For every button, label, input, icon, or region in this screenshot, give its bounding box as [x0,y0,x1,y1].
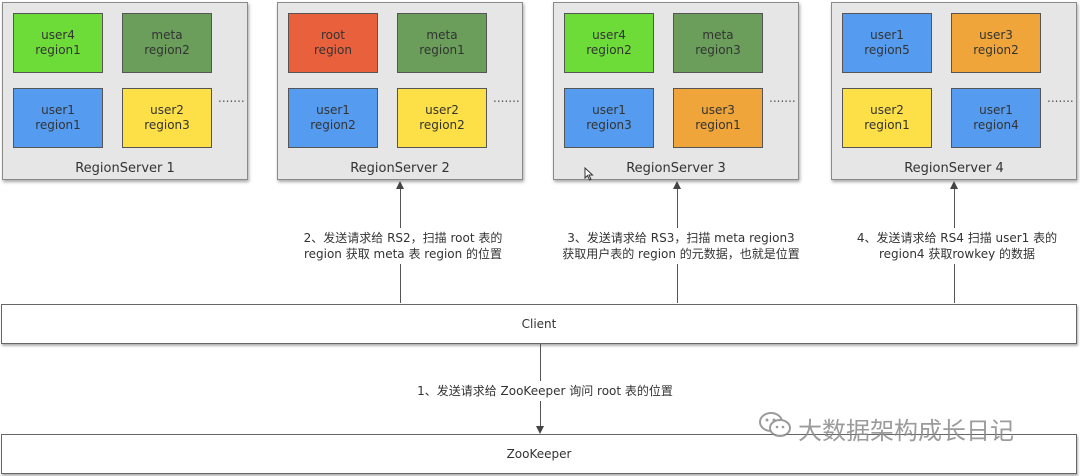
region-cell: meta region1 [397,13,487,73]
region-cell: user2 region2 [397,88,487,148]
step-1-label: 1、发送请求给 ZooKeeper 询问 root 表的位置 [404,381,686,401]
region-cell: meta region3 [673,13,763,73]
client-label: Client [521,317,557,331]
region-server-label: RegionServer 4 [904,161,1004,176]
ellipsis: ....... [1047,91,1074,105]
region-cell: user1 region4 [951,88,1041,148]
arrow-up-icon [673,181,681,189]
region-cell: user4 region2 [564,13,654,73]
region-cell: user1 region2 [288,88,378,148]
region-server-label: RegionServer 3 [626,161,726,176]
arrow-up-icon [396,181,404,189]
region-server-2: root region meta region1 user1 region2 u… [277,2,523,180]
region-cell: meta region2 [122,13,212,73]
region-cell: user1 region3 [564,88,654,148]
region-cell: user3 region1 [673,88,763,148]
region-server-3: user4 region2 meta region3 user1 region3… [553,2,799,180]
ellipsis: ....... [493,91,520,105]
step-4-label: 4、发送请求给 RS4 扫描 user1 表的 region4 获取rowkey… [848,228,1066,264]
region-cell: user2 region1 [842,88,932,148]
zookeeper-bar: ZooKeeper [1,434,1077,474]
step-3-label: 3、发送请求给 RS3，扫描 meta region3 获取用户表的 regio… [547,228,815,264]
region-cell: user3 region2 [951,13,1041,73]
watermark-text: 大数据架构成长日记 [798,416,1014,445]
ellipsis: ....... [769,91,796,105]
client-bar: Client [1,304,1077,344]
region-cell: user1 region5 [842,13,932,73]
arrow-up-icon [950,181,958,189]
region-cell: user1 region1 [13,88,103,148]
mouse-cursor-icon [584,166,594,185]
step-2-label: 2、发送请求给 RS2，扫描 root 表的 region 获取 meta 表 … [290,228,516,264]
wechat-icon [758,411,792,445]
watermark: 大数据架构成长日记 [758,411,1014,445]
region-cell: root region [288,13,378,73]
ellipsis: ....... [218,91,245,105]
region-cell: user2 region3 [122,88,212,148]
region-server-1: user4 region1 meta region2 user1 region1… [2,2,248,180]
arrow-down-icon [536,426,544,434]
region-server-label: RegionServer 2 [350,161,450,176]
region-server-4: user1 region5 user3 region2 user2 region… [831,2,1077,180]
region-cell: user4 region1 [13,13,103,73]
zookeeper-label: ZooKeeper [506,447,572,461]
region-server-label: RegionServer 1 [75,161,175,176]
